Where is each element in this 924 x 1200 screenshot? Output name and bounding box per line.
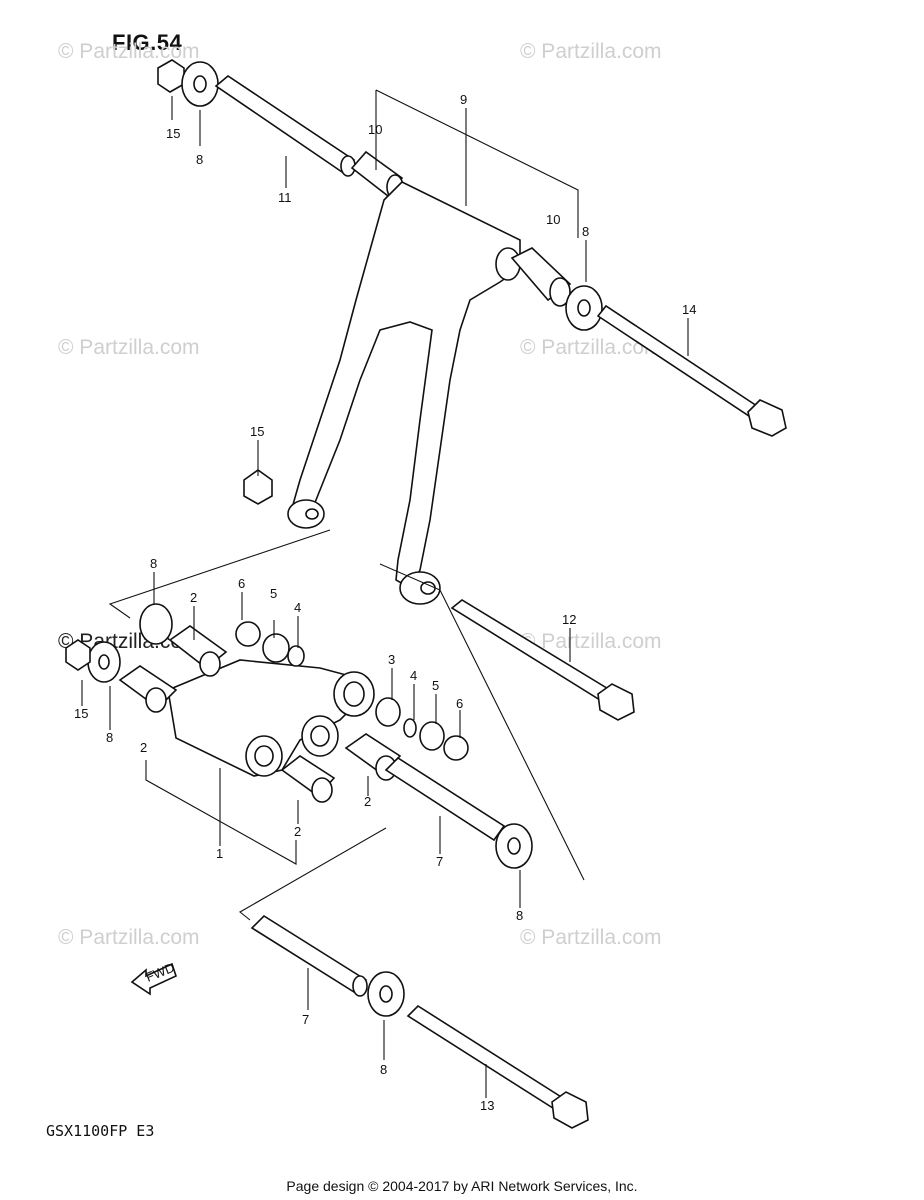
watermark: © Partzilla.com xyxy=(58,40,200,63)
callout: 8 xyxy=(196,152,203,167)
callout: 2 xyxy=(294,824,301,839)
callout: 9 xyxy=(460,92,467,107)
model-code: GSX1100FP E3 xyxy=(46,1122,155,1140)
callout: 15 xyxy=(74,706,88,721)
callout: 7 xyxy=(436,854,443,869)
callout: 4 xyxy=(294,600,301,615)
watermark: © Partzilla.com xyxy=(58,336,200,359)
callout: 8 xyxy=(106,730,113,745)
watermark: © Partzilla.com xyxy=(520,40,662,63)
callout: 8 xyxy=(380,1062,387,1077)
top-shaft-assembly xyxy=(157,59,404,200)
nut xyxy=(157,59,185,93)
leader-lines xyxy=(81,89,689,1098)
callout: 2 xyxy=(364,794,371,809)
parts-diagram: © Partzilla.com © Partzilla.com © Partzi… xyxy=(58,40,787,1129)
callout: 10 xyxy=(368,122,382,137)
callout: 14 xyxy=(682,302,696,317)
footer-copyright: Page design © 2004-2017 by ARI Network S… xyxy=(286,1178,638,1194)
callout: 8 xyxy=(150,556,157,571)
shaft-7 xyxy=(384,756,533,869)
watermark: © Partzilla.com xyxy=(520,630,662,653)
callout: 13 xyxy=(480,1098,494,1113)
callout: 3 xyxy=(388,652,395,667)
callout: 15 xyxy=(166,126,180,141)
callout: 4 xyxy=(410,668,417,683)
callout: 2 xyxy=(140,740,147,755)
callout: 6 xyxy=(456,696,463,711)
watermark: © Partzilla.com xyxy=(520,926,662,949)
nut xyxy=(65,639,91,671)
bolt-14 xyxy=(596,304,787,437)
shaft xyxy=(214,75,356,174)
callout: 8 xyxy=(516,908,523,923)
callout: 11 xyxy=(278,190,292,205)
callout: 5 xyxy=(270,586,277,601)
callout: 12 xyxy=(562,612,576,627)
bolt-12 xyxy=(450,599,635,721)
figure-title: FIG.54 xyxy=(112,30,183,55)
watermark: © Partzilla.com xyxy=(520,336,662,359)
callout: 10 xyxy=(546,212,560,227)
callout: 1 xyxy=(216,846,223,861)
callout: 6 xyxy=(238,576,245,591)
callout: 7 xyxy=(302,1012,309,1027)
cushion-lever xyxy=(65,603,469,803)
callout: 15 xyxy=(250,424,264,439)
washer xyxy=(139,603,173,645)
callout: 8 xyxy=(582,224,589,239)
lower-shaft-assembly xyxy=(250,914,589,1129)
watermark: © Partzilla.com xyxy=(58,926,200,949)
callout: 2 xyxy=(190,590,197,605)
fwd-arrow-icon: FWD xyxy=(130,960,177,996)
callout: 5 xyxy=(432,678,439,693)
rocker-arm xyxy=(287,181,603,605)
